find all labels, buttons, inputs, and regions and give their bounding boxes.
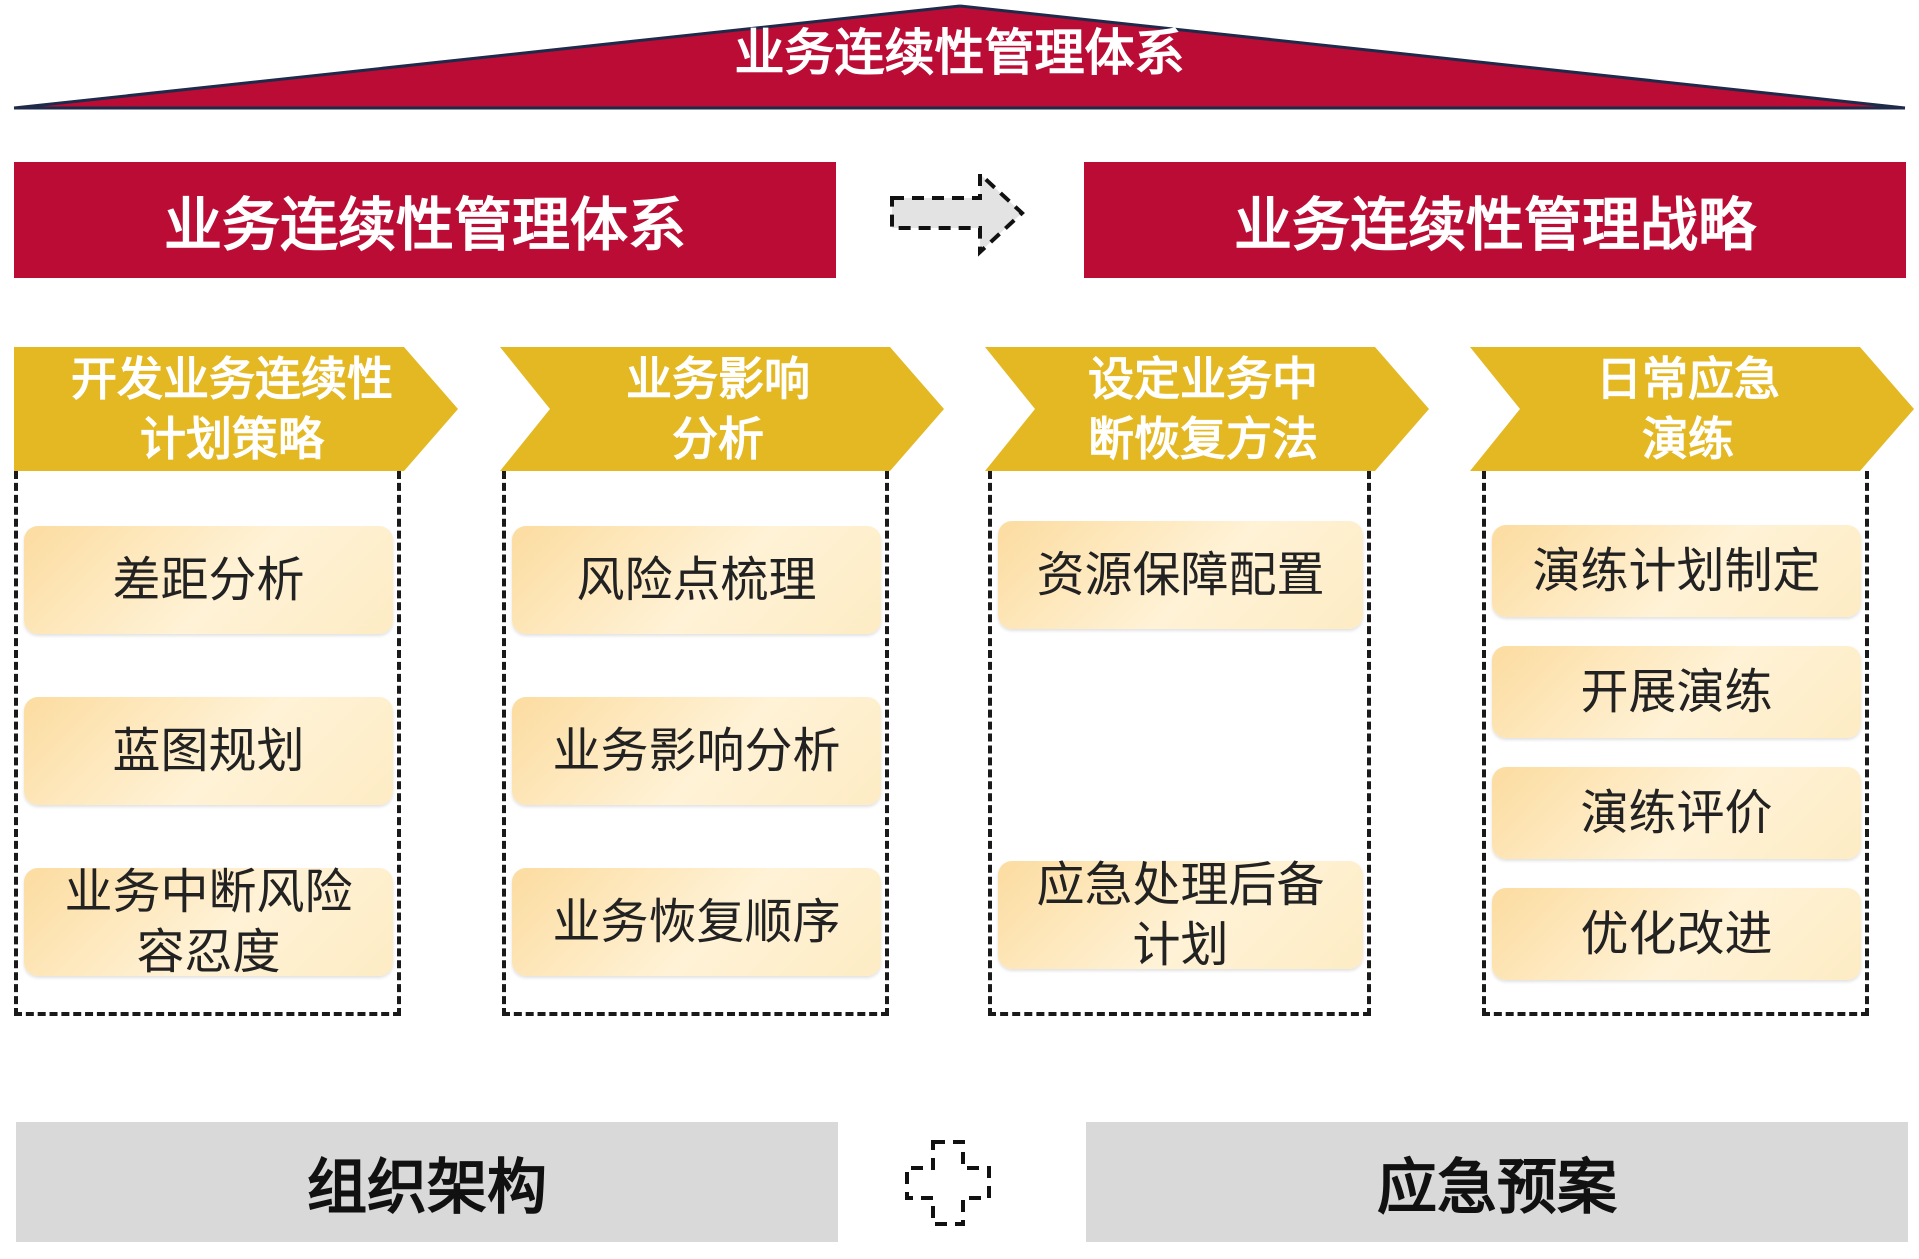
dashed-plus-icon <box>905 1140 991 1226</box>
roof-shape <box>13 4 1906 110</box>
chevron-recovery-method: 设定业务中 断恢复方法 <box>985 347 1429 471</box>
list-item: 优化改进 <box>1492 888 1861 980</box>
chevron-daily-drill: 日常应急 演练 <box>1470 347 1914 471</box>
list-item: 演练计划制定 <box>1492 525 1861 617</box>
list-item: 资源保障配置 <box>998 521 1363 629</box>
column-box: 资源保障配置 应急处理后备 计划 <box>988 471 1371 1016</box>
list-item: 差距分析 <box>24 526 393 634</box>
chevron-plan-strategy: 开发业务连续性 计划策略 <box>14 347 458 471</box>
column-box: 演练计划制定 开展演练 演练评价 优化改进 <box>1482 471 1869 1016</box>
column-box: 风险点梳理 业务影响分析 业务恢复顺序 <box>502 471 889 1016</box>
chevron-shape <box>500 347 944 471</box>
chevron-title: 业务影响 分析 <box>626 352 810 466</box>
chevron-label: 开发业务连续性 计划策略 <box>22 347 442 471</box>
chevron-title: 开发业务连续性 计划策略 <box>71 352 393 466</box>
list-item: 开展演练 <box>1492 646 1861 738</box>
roof-title: 业务连续性管理体系 <box>734 24 1185 82</box>
list-item: 业务恢复顺序 <box>512 868 881 976</box>
list-item: 应急处理后备 计划 <box>998 857 1363 973</box>
chevron-label: 业务影响 分析 <box>508 347 928 471</box>
organization-bar: 组织架构 <box>16 1122 838 1242</box>
column-box: 差距分析 蓝图规划 业务中断风险 容忍度 <box>14 471 401 1016</box>
chevron-shape <box>985 347 1429 471</box>
chevron-shape <box>1470 347 1914 471</box>
dashed-right-arrow-icon <box>890 169 1025 257</box>
strategy-bar: 业务连续性管理战略 <box>1084 162 1906 278</box>
list-item: 风险点梳理 <box>512 526 881 634</box>
chevron-title: 日常应急 演练 <box>1596 352 1780 466</box>
chevron-label: 设定业务中 断恢复方法 <box>993 347 1413 471</box>
list-item: 业务中断风险 容忍度 <box>24 864 393 980</box>
emergency-plan-bar: 应急预案 <box>1086 1122 1908 1242</box>
chevron-label: 日常应急 演练 <box>1478 347 1898 471</box>
chevron-impact-analysis: 业务影响 分析 <box>500 347 944 471</box>
list-item: 蓝图规划 <box>24 697 393 805</box>
system-bar: 业务连续性管理体系 <box>14 162 836 278</box>
chevron-title: 设定业务中 断恢复方法 <box>1088 352 1318 466</box>
list-item: 演练评价 <box>1492 767 1861 859</box>
list-item: 业务影响分析 <box>512 697 881 805</box>
chevron-shape <box>14 347 458 471</box>
